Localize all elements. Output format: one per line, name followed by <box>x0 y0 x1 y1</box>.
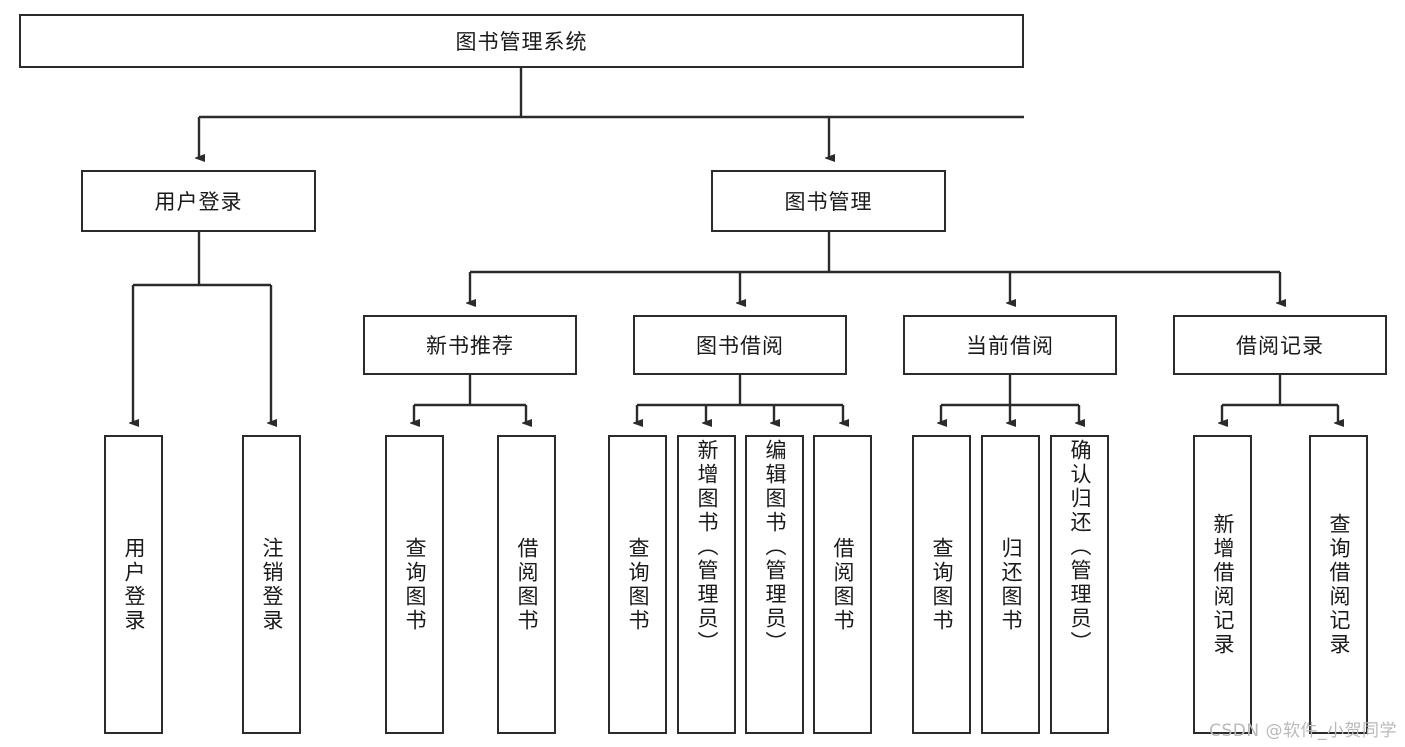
node-user-login-label: 用户登录 <box>154 190 243 214</box>
node-borrow-record[interactable]: 借阅记录 <box>1173 315 1387 375</box>
node-borrow-record-label: 借阅记录 <box>1236 334 1324 358</box>
leaf-edit-book-admin-label: 编辑图书（管理员） <box>763 439 787 655</box>
leaf-edit-book-admin[interactable]: 编辑图书（管理员） <box>745 435 804 734</box>
leaf-add-book-admin[interactable]: 新增图书（管理员） <box>677 435 736 734</box>
node-root[interactable]: 图书管理系统 <box>19 14 1024 68</box>
leaf-return-book-label: 归还图书 <box>999 536 1023 633</box>
leaf-query-borrow-record-label: 查询借阅记录 <box>1327 512 1351 657</box>
leaf-new-book-query[interactable]: 查询图书 <box>385 435 444 734</box>
node-new-book-recommend[interactable]: 新书推荐 <box>363 315 577 375</box>
leaf-borrow-book[interactable]: 借阅图书 <box>813 435 872 734</box>
node-current-borrow-label: 当前借阅 <box>966 334 1054 358</box>
leaf-add-book-admin-label: 新增图书（管理员） <box>695 439 719 655</box>
leaf-user-login-label: 用户登录 <box>122 536 146 633</box>
leaf-borrow-query-book-label: 查询图书 <box>626 536 650 633</box>
leaf-confirm-return-admin-label: 确认归还（管理员） <box>1068 439 1092 655</box>
node-book-borrow-label: 图书借阅 <box>696 334 784 358</box>
node-root-label: 图书管理系统 <box>455 30 588 54</box>
node-current-borrow[interactable]: 当前借阅 <box>903 315 1117 375</box>
leaf-logout-label: 注销登录 <box>260 536 284 633</box>
leaf-new-book-query-label: 查询图书 <box>403 536 427 633</box>
node-user-login[interactable]: 用户登录 <box>81 170 316 232</box>
leaf-current-query-book[interactable]: 查询图书 <box>912 435 971 734</box>
leaf-return-book[interactable]: 归还图书 <box>981 435 1040 734</box>
csdn-watermark: CSDN @软件_小贺同学 <box>1209 721 1397 741</box>
leaf-new-book-borrow[interactable]: 借阅图书 <box>497 435 556 734</box>
leaf-add-borrow-record[interactable]: 新增借阅记录 <box>1193 435 1252 734</box>
leaf-query-borrow-record[interactable]: 查询借阅记录 <box>1309 435 1368 734</box>
node-book-management[interactable]: 图书管理 <box>711 170 946 232</box>
node-book-borrow[interactable]: 图书借阅 <box>633 315 847 375</box>
node-book-management-label: 图书管理 <box>784 190 873 214</box>
leaf-borrow-book-label: 借阅图书 <box>831 536 855 633</box>
node-new-book-recommend-label: 新书推荐 <box>426 334 514 358</box>
leaf-new-book-borrow-label: 借阅图书 <box>515 536 539 633</box>
leaf-logout[interactable]: 注销登录 <box>242 435 301 734</box>
leaf-add-borrow-record-label: 新增借阅记录 <box>1211 512 1235 657</box>
leaf-confirm-return-admin[interactable]: 确认归还（管理员） <box>1050 435 1109 734</box>
leaf-current-query-book-label: 查询图书 <box>930 536 954 633</box>
leaf-borrow-query-book[interactable]: 查询图书 <box>608 435 667 734</box>
leaf-user-login[interactable]: 用户登录 <box>104 435 163 734</box>
